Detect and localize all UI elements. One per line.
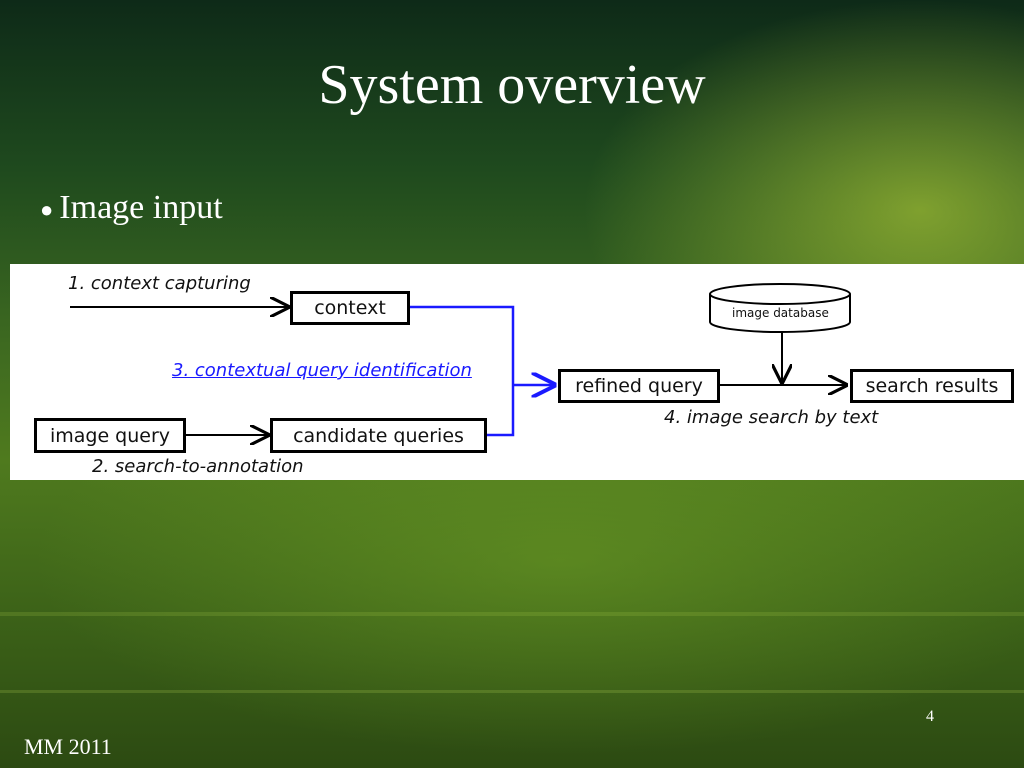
image-database-cylinder-icon — [709, 283, 851, 333]
edge-context-to-merge — [410, 305, 515, 382]
diagram-connectors — [70, 283, 851, 480]
image-query-node: image query — [34, 418, 186, 453]
slide-title: System overview — [318, 54, 706, 116]
bullet-text: Image input — [59, 189, 223, 226]
context-node: context — [290, 291, 410, 325]
refined-query-node: refined query — [558, 369, 720, 403]
background-band — [0, 690, 1024, 693]
step-3-label: 3. contextual query identification — [172, 360, 472, 381]
page-number: 4 — [926, 708, 934, 725]
candidate-queries-node: candidate queries — [270, 418, 487, 453]
bullet-dot-icon: ● — [40, 197, 54, 223]
image-database-label: image database — [732, 306, 829, 320]
edge-candidate-to-merge — [487, 382, 515, 437]
step-4-label: 4. image search by text — [664, 407, 879, 428]
bullet-item: ●Image input — [40, 186, 223, 232]
step-1-label: 1. context capturing — [68, 273, 251, 294]
search-results-node: search results — [850, 369, 1014, 403]
system-diagram: 1. context capturing context 3. contextu… — [10, 264, 1024, 480]
step-2-label: 2. search-to-annotation — [92, 456, 304, 477]
footer-text: MM 2011 — [24, 734, 112, 759]
background-band — [0, 612, 1024, 616]
